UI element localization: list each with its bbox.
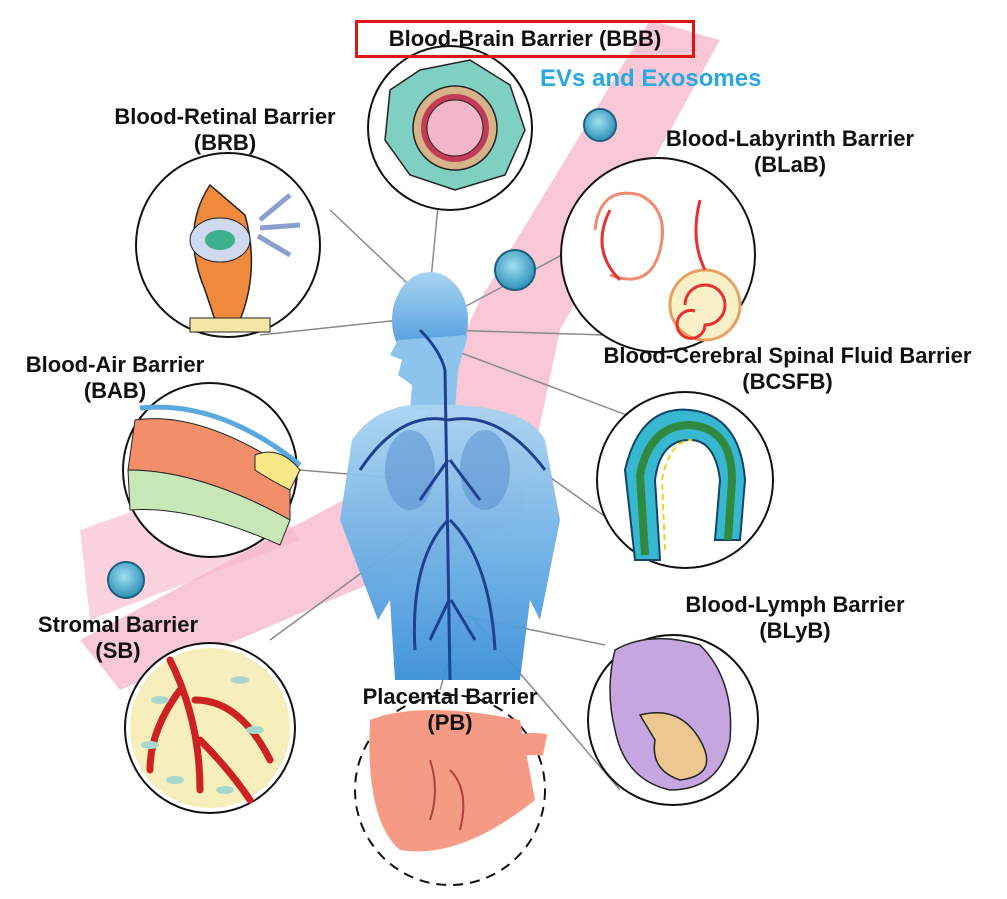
vesicle-icon (108, 562, 144, 598)
label-bcsfb-name: Blood-Cerebral Spinal Fluid Barrier (575, 343, 1000, 369)
subtitle-evs: EVs and Exosomes (540, 66, 761, 92)
label-bab: Blood-Air Barrier (BAB) (10, 352, 220, 404)
vesicle-icon (584, 109, 616, 141)
label-brb: Blood-Retinal Barrier (BRB) (85, 104, 365, 156)
label-sb-abbr: (SB) (18, 638, 218, 664)
label-brb-name: Blood-Retinal Barrier (85, 104, 365, 130)
label-bab-abbr: (BAB) (10, 378, 220, 404)
sb-illustration (130, 648, 290, 808)
label-blab-name: Blood-Labyrinth Barrier (640, 126, 940, 152)
label-blyb-abbr: (BLyB) (660, 618, 930, 644)
label-pb-abbr: (PB) (345, 710, 555, 736)
label-blab: Blood-Labyrinth Barrier (BLaB) (640, 126, 940, 178)
label-blab-abbr: (BLaB) (640, 152, 940, 178)
label-pb: Placental Barrier (PB) (345, 684, 555, 736)
title-bbb: Blood-Brain Barrier (BBB) (355, 20, 695, 58)
label-pb-name: Placental Barrier (345, 684, 555, 710)
label-blyb: Blood-Lymph Barrier (BLyB) (660, 592, 930, 644)
label-sb: Stromal Barrier (SB) (18, 612, 218, 664)
label-brb-abbr: (BRB) (85, 130, 365, 156)
label-bcsfb: Blood-Cerebral Spinal Fluid Barrier (BCS… (575, 343, 1000, 395)
label-bcsfb-abbr: (BCSFB) (575, 369, 1000, 395)
label-bab-name: Blood-Air Barrier (10, 352, 220, 378)
label-blyb-name: Blood-Lymph Barrier (660, 592, 930, 618)
vesicle-icon (495, 250, 535, 290)
label-sb-name: Stromal Barrier (18, 612, 218, 638)
